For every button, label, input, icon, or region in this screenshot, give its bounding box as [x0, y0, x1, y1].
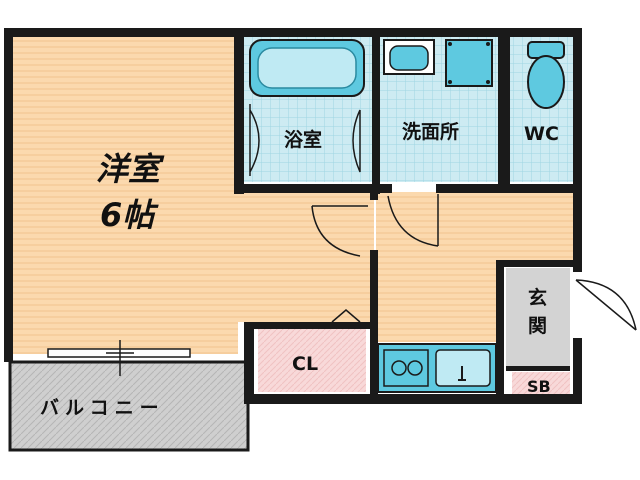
vanity-sink-icon: [383, 39, 435, 75]
entrance-door-icon: [575, 279, 637, 331]
walls: [4, 28, 582, 404]
washer-space-icon: [445, 39, 493, 87]
western-room-floor: [12, 36, 238, 354]
western-room-label: 洋室: [96, 150, 165, 188]
washroom-label: 洗面所: [402, 120, 459, 143]
bathroom-label: 浴室: [284, 128, 322, 151]
kitchen-floor: [376, 192, 498, 342]
sliding-window-icon: [47, 340, 191, 376]
closet-door-icon: [331, 309, 361, 323]
closet-label: CL: [292, 353, 318, 375]
toilet-icon: [527, 41, 565, 109]
western-room-size-label: 6帖: [100, 196, 159, 234]
shoe-box-label: SB: [527, 377, 551, 396]
bath-door-icon: [249, 104, 361, 176]
entrance-floor: [506, 268, 570, 366]
kitchen-counter-icon: [377, 343, 497, 393]
balcony-area: [10, 362, 248, 450]
shoe-box-area: [512, 372, 570, 398]
wc-label: WC: [524, 123, 559, 145]
washroom-door-icon: [387, 194, 439, 247]
hall-door-icon: [311, 205, 368, 257]
entrance-label-1: 玄: [528, 286, 547, 309]
bathtub-icon: [249, 39, 365, 97]
hallway-floor: [238, 192, 374, 322]
balcony-label: バルコニー: [40, 397, 165, 419]
entrance-label-2: 関: [528, 315, 547, 337]
closet-area: [258, 326, 366, 392]
hall-floor-right: [498, 192, 574, 260]
balcony-outline: [8, 360, 250, 452]
